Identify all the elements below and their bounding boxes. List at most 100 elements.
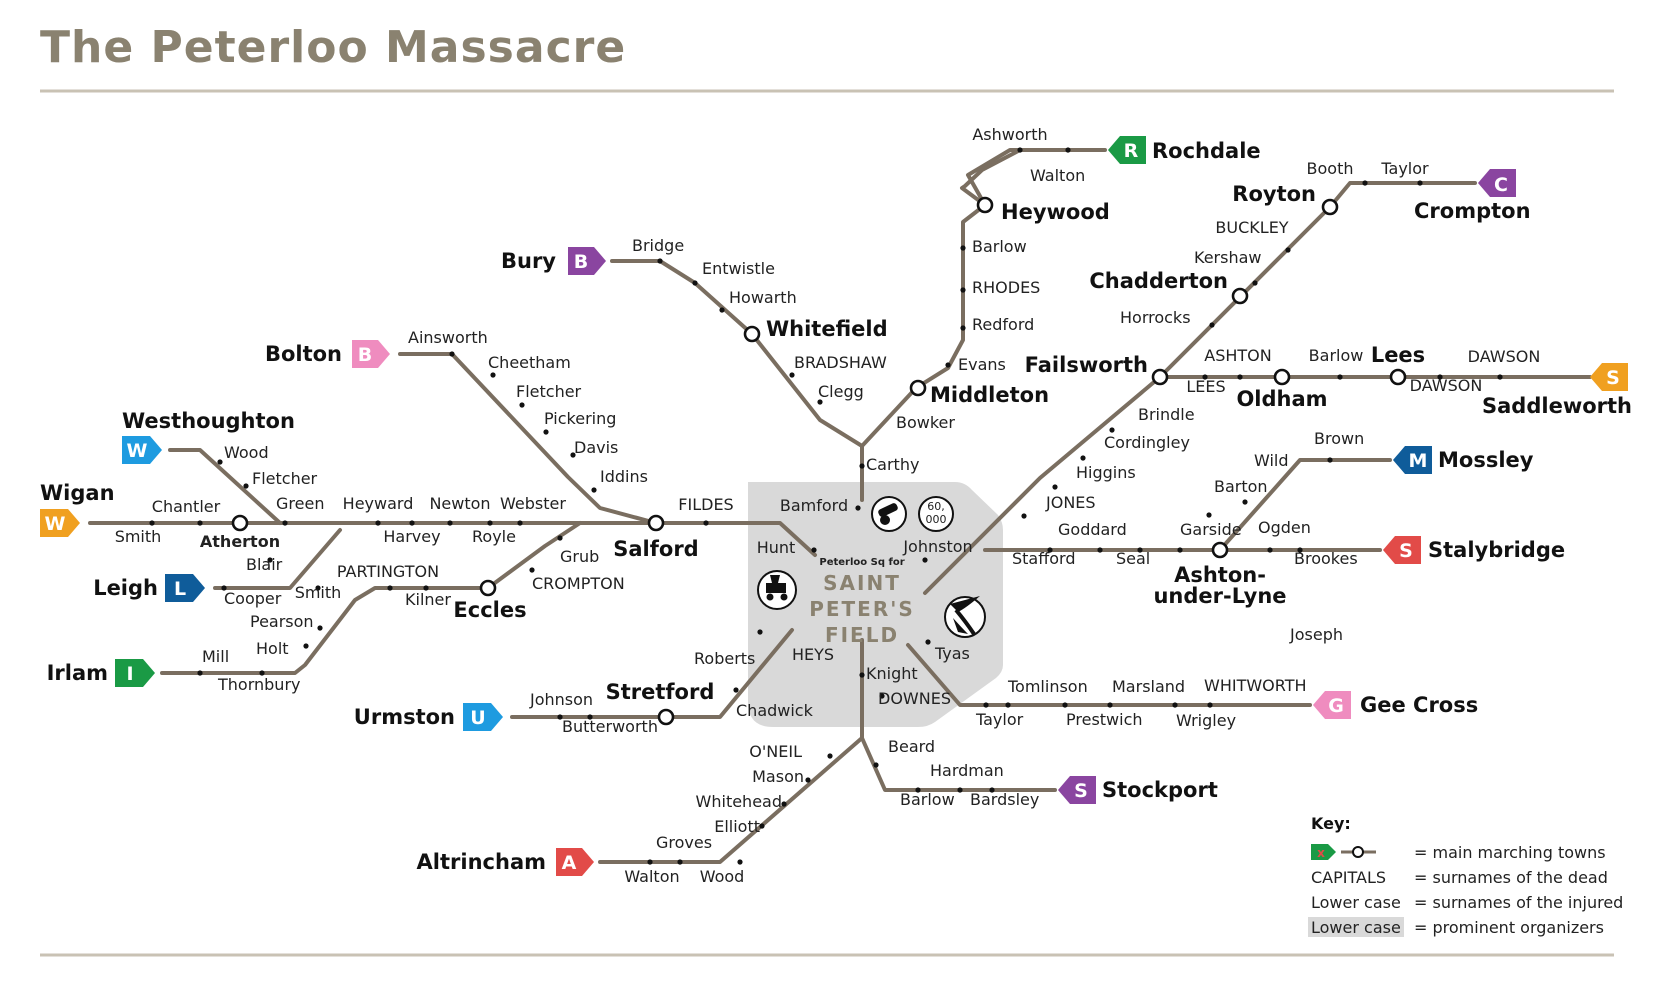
person-name-label: Brown [1314, 429, 1364, 448]
person-name-label: Kilner [405, 590, 451, 609]
key-row-4-highlight [1308, 917, 1404, 937]
station-tick [197, 520, 203, 526]
person-name-label: Evans [958, 355, 1006, 374]
station-tick [543, 429, 549, 435]
person-name-label: Harvey [383, 527, 440, 546]
station-tick [490, 372, 496, 378]
svg-text:S: S [1399, 540, 1413, 562]
person-name-label: Pearson [250, 612, 314, 631]
label-atherton: Atherton [200, 532, 280, 551]
station-tick [1417, 180, 1423, 186]
town-gee-cross: Gee Cross [1360, 693, 1478, 717]
station-tick [960, 245, 966, 251]
station-tick [1267, 547, 1273, 553]
person-name-label: HEYS [792, 645, 834, 664]
person-name-label: Cheetham [488, 353, 571, 372]
person-name-label: Chadwick [736, 701, 814, 720]
badge-leigh: L [165, 574, 205, 602]
station-tick [529, 567, 535, 573]
label-royton: Royton [1232, 182, 1316, 206]
station-tick [317, 625, 323, 631]
station-tick [789, 372, 795, 378]
station-tick [1080, 455, 1086, 461]
svg-text:C: C [1494, 174, 1508, 196]
svg-text:W: W [45, 513, 66, 535]
person-name-label: Barton [1214, 477, 1268, 496]
label-whitefield: Whitefield [766, 317, 888, 341]
person-name-label: Redford [972, 315, 1034, 334]
person-name-label: Booth [1307, 159, 1354, 178]
interchange-oldham [1273, 368, 1291, 386]
interchange-heywood [976, 196, 994, 214]
badge-altrincham: A [556, 848, 594, 876]
badge-bolton: B [352, 340, 390, 368]
sabre-icon [944, 596, 986, 638]
hub-labels: Peterloo Sq for SAINT PETER'S FIELD [809, 557, 913, 647]
person-name-label: Cooper [224, 589, 282, 608]
station-tick [1209, 322, 1215, 328]
station-tick [375, 520, 381, 526]
person-name-label: Groves [656, 833, 712, 852]
badge-gee-cross: G [1313, 691, 1351, 719]
person-name-label: Wood [700, 867, 745, 886]
person-name-label: Garside [1180, 520, 1242, 539]
badge-irlam: I [115, 659, 155, 687]
person-name-label: Holt [256, 639, 289, 658]
person-name-label: Roberts [694, 649, 755, 668]
svg-text:S: S [1074, 780, 1088, 802]
person-name-label: Entwistle [702, 259, 775, 278]
badge-wigan: W [40, 509, 80, 537]
person-name-label: Pickering [544, 409, 616, 428]
person-name-label: RHODES [972, 278, 1040, 297]
svg-text:S: S [1606, 367, 1620, 389]
person-name-label: Elliott [714, 817, 760, 836]
person-name-label: Mason [752, 767, 804, 786]
person-name-label: Horrocks [1120, 308, 1191, 327]
interchange-eccles [479, 579, 497, 597]
station-tick [960, 287, 966, 293]
label-stretford: Stretford [606, 680, 715, 704]
key-row-3-label: = surnames of the injured [1414, 893, 1623, 912]
line-bolton [398, 352, 658, 525]
person-name-label: Joseph [1289, 625, 1343, 644]
svg-text:L: L [174, 578, 186, 600]
town-bury: Bury [501, 249, 556, 273]
person-name-label: Hunt [757, 538, 796, 557]
svg-text:A: A [562, 852, 577, 874]
person-name-label: Knight [866, 664, 918, 683]
person-name-label: WHITWORTH [1204, 676, 1307, 695]
station-tick [447, 520, 453, 526]
station-tick [259, 670, 265, 676]
station-tick [1327, 457, 1333, 463]
person-name-label: DAWSON [1468, 347, 1541, 366]
town-crompton: Crompton [1414, 199, 1531, 223]
station-tick [757, 629, 763, 635]
interchange-whitefield [743, 325, 761, 343]
hub-area [748, 482, 1003, 727]
interchange-royton [1321, 198, 1339, 216]
town-stockport: Stockport [1102, 778, 1218, 802]
person-name-label: Marsland [1112, 677, 1185, 696]
station-tick [859, 463, 865, 469]
station-tick [423, 585, 429, 591]
label-eccles: Eccles [453, 598, 526, 622]
label-salford: Salford [613, 537, 698, 561]
station-tick [925, 639, 931, 645]
station-tick [1065, 147, 1071, 153]
station-tick [1005, 702, 1011, 708]
person-name-label: Butterworth [562, 717, 658, 736]
badge-rochdale: R [1108, 136, 1146, 164]
station-tick [811, 547, 817, 553]
station-tick [781, 801, 787, 807]
line-wigan [88, 521, 817, 557]
person-name-label: Beard [888, 737, 935, 756]
station-tick [692, 280, 698, 286]
hub-line-1: SAINT [823, 571, 901, 595]
station-tick [957, 787, 963, 793]
badge-urmston: U [463, 703, 503, 731]
town-mossley: Mossley [1438, 448, 1534, 472]
town-irlam: Irlam [47, 661, 108, 685]
line-heywood-middleton [860, 148, 1022, 484]
